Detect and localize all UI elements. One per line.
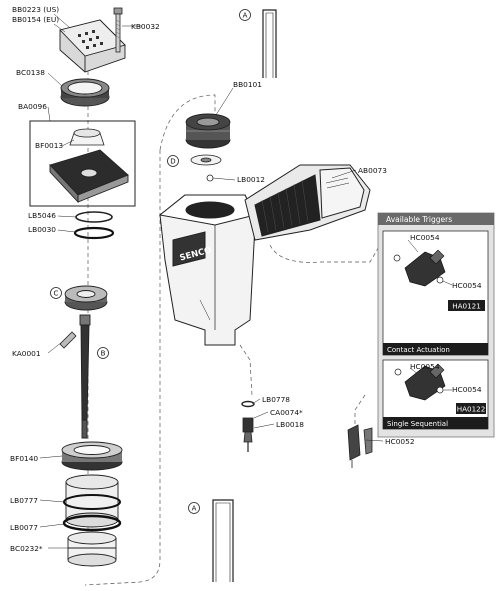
callout-a-top: A bbox=[239, 9, 251, 21]
svg-text:A: A bbox=[243, 12, 248, 20]
o-ring-lb0077-part bbox=[62, 514, 122, 532]
sequential-part-top: HC0054 bbox=[410, 362, 440, 371]
o-ring-lb0030-part bbox=[73, 226, 115, 240]
part-label-ka0001: KA0001 bbox=[12, 349, 41, 358]
triggers-title: Available Triggers bbox=[386, 215, 452, 224]
part-label-bf0140: BF0140 bbox=[10, 454, 38, 463]
part-label-lb0777: LB0777 bbox=[10, 496, 38, 505]
svg-text:C: C bbox=[54, 290, 59, 298]
cylinder-cap-bb0101-part bbox=[185, 113, 231, 149]
ring-bc0232-part bbox=[67, 531, 117, 567]
contact-part-top: HC0054 bbox=[410, 233, 440, 242]
part-label-hc0052: HC0052 bbox=[385, 437, 415, 446]
part-label-bb0101: BB0101 bbox=[233, 80, 262, 89]
callout-b: B bbox=[97, 347, 109, 359]
fitting-lb0012-part bbox=[206, 174, 236, 182]
part-label-kb0032: KB0032 bbox=[131, 22, 160, 31]
svg-text:D: D bbox=[170, 158, 175, 166]
contact-code-badge: HA0121 bbox=[452, 302, 481, 311]
o-ring-lb5046-part bbox=[75, 211, 113, 223]
sequential-caption: Single Sequential bbox=[387, 420, 448, 428]
ring-bc0138-part bbox=[60, 78, 110, 107]
part-label-bb0223: BB0223 (US) bbox=[12, 5, 59, 14]
part-labels: BB0223 (US) BB0154 (EU) KB0032 BC0138 BA… bbox=[10, 5, 415, 553]
part-label-lb5046: LB5046 bbox=[28, 211, 56, 220]
sequential-code-badge: HA0122 bbox=[457, 405, 486, 414]
part-label-bf0013: BF0013 bbox=[35, 141, 63, 150]
part-label-ba0096: BA0096 bbox=[18, 102, 47, 111]
ba0096-group-frame bbox=[29, 120, 136, 207]
trigger-bracket-hc0052-part bbox=[347, 424, 373, 468]
sequential-part-right: HC0054 bbox=[452, 385, 482, 394]
svg-text:B: B bbox=[101, 350, 106, 358]
part-label-lb0778: LB0778 bbox=[262, 395, 290, 404]
bf0013-part bbox=[69, 128, 105, 146]
grip-handle bbox=[244, 164, 371, 241]
staple-top bbox=[262, 9, 277, 78]
driver-blade-part bbox=[79, 314, 91, 439]
contact-caption: Contact Actuation bbox=[387, 346, 450, 354]
callout-c: C bbox=[50, 287, 62, 299]
base-plate-part bbox=[49, 149, 129, 204]
cylinder-sleeve-part bbox=[65, 474, 119, 528]
part-label-lb0012: LB0012 bbox=[237, 175, 265, 184]
staple-bottom bbox=[212, 499, 234, 582]
top-cap-part bbox=[59, 19, 126, 73]
part-label-lb0018: LB0018 bbox=[276, 420, 304, 429]
part-label-bc0232: BC0232* bbox=[10, 544, 43, 553]
callout-a-bottom: A bbox=[188, 502, 200, 514]
part-label-bc0138: BC0138 bbox=[16, 68, 45, 77]
part-label-ab0073: AB0073 bbox=[358, 166, 387, 175]
leader-lines bbox=[39, 13, 384, 549]
contact-part-right: HC0054 bbox=[452, 281, 482, 290]
bolt-part bbox=[113, 7, 123, 53]
part-label-lb0030: LB0030 bbox=[28, 225, 56, 234]
trigger-option-contact: HC0054 HC0054 HA0121 Contact Actuation bbox=[382, 230, 489, 356]
valve-assembly-part bbox=[241, 400, 255, 452]
callout-d: D bbox=[167, 155, 179, 167]
washer-d-part bbox=[190, 154, 222, 166]
tool-housing bbox=[158, 194, 256, 346]
trigger-option-sequential: HC0054 HC0054 HA0122 Single Sequential bbox=[382, 359, 489, 430]
screw-ka0001-part bbox=[59, 331, 77, 349]
part-label-lb0077: LB0077 bbox=[10, 523, 38, 532]
piston-part bbox=[64, 285, 108, 311]
svg-text:A: A bbox=[192, 505, 197, 513]
part-label-bb0154: BB0154 (EU) bbox=[12, 15, 59, 24]
available-triggers-panel: Available Triggers HC0054 HC0054 HA0121 … bbox=[377, 212, 495, 438]
part-label-ca0074: CA0074* bbox=[270, 408, 303, 417]
bumper-bf0140-part bbox=[61, 441, 123, 471]
